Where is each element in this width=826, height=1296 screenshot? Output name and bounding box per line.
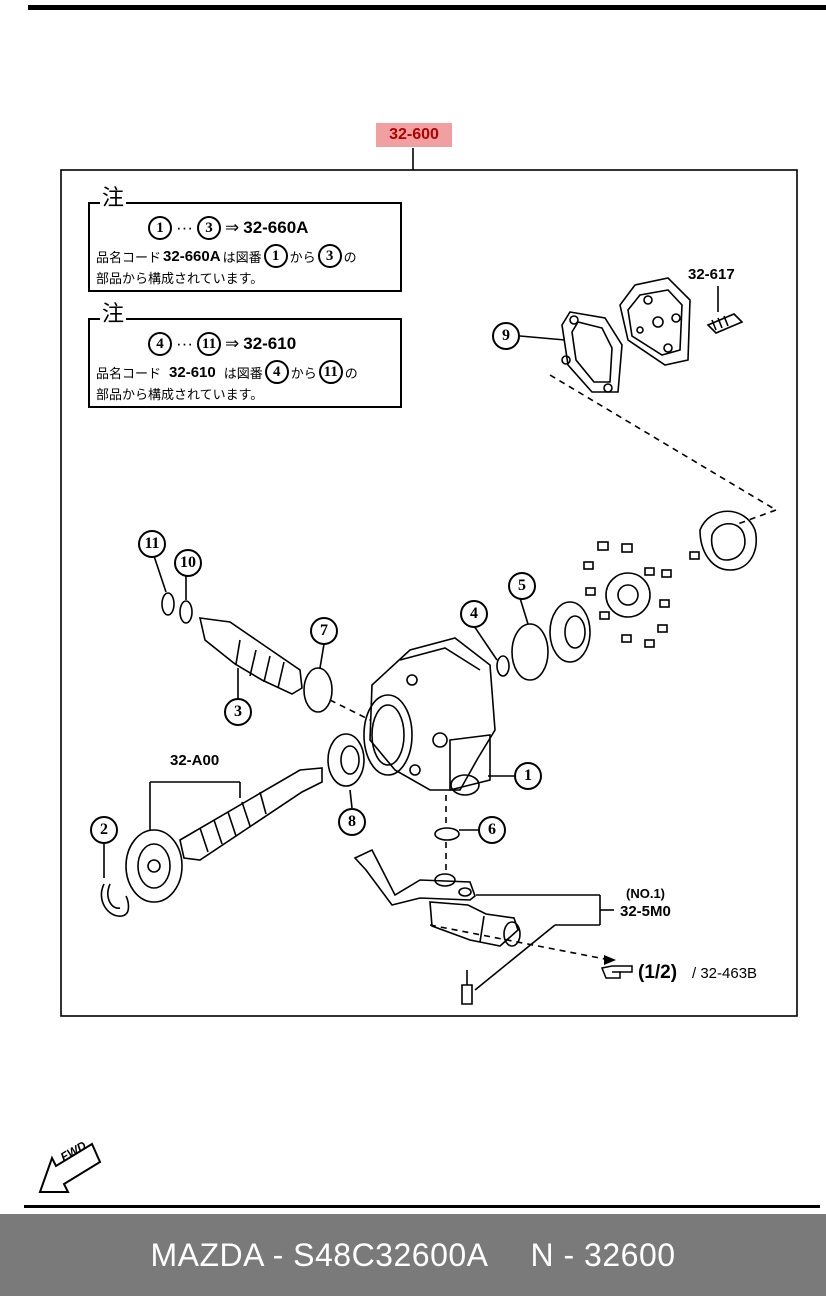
desc-from: 4 <box>264 360 289 384</box>
desc-kara: から <box>289 249 316 265</box>
cam-ring <box>699 510 757 571</box>
note-box-1: 注 1 ··· 3 ⇒ 32-660A 品名コード 32-660A は図番 1 … <box>88 186 402 292</box>
bottom-rule <box>24 1205 820 1208</box>
callout-5: 5 <box>508 572 536 600</box>
cover-plate <box>619 277 691 366</box>
hose-fitting <box>429 901 519 947</box>
note-desc-row: 品名コード 32-610 は図番 4 から 11 の <box>96 360 358 384</box>
desc-to: 3 <box>317 244 342 268</box>
oring-6 <box>434 827 460 841</box>
callout-6: 6 <box>478 816 506 844</box>
mount-bolt <box>461 984 473 1005</box>
bearing <box>125 829 183 903</box>
snap-ring <box>100 883 130 917</box>
note-title: 注 <box>100 186 127 212</box>
desc-mid: は図番 <box>222 249 262 265</box>
footer-part-number: MAZDA - S48C32600A <box>150 1236 489 1273</box>
note-desc-row: 品名コード 32-660A は図番 1 から 3 の <box>96 244 357 268</box>
fwd-arrow-icon <box>38 1142 102 1193</box>
target-code: 32-610 <box>243 334 297 353</box>
ellipsis: ··· <box>176 218 193 237</box>
oring-4 <box>496 655 510 677</box>
note-box-2: 注 4 ··· 11 ⇒ 32-610 品名コード 32-610 は図番 4 か… <box>88 302 402 408</box>
desc-to: 11 <box>318 360 343 384</box>
desc-prefix: 品名コード <box>96 249 162 265</box>
arrow-glyph: ⇒ <box>224 218 240 237</box>
callout-9: 9 <box>492 322 520 350</box>
label-shaft-code: 32-A00 <box>170 752 220 769</box>
callout-4: 4 <box>460 600 488 628</box>
oring-11 <box>161 592 175 616</box>
rotor <box>605 572 651 618</box>
desc-prefix: 品名コード <box>96 365 162 381</box>
desc-suffix: の <box>343 249 357 265</box>
assembly-code-tag: 32-600 <box>376 123 452 147</box>
label-bracket-code: 32-5M0 <box>620 903 671 920</box>
callout-3: 3 <box>224 698 252 726</box>
desc-from: 1 <box>263 244 288 268</box>
oring-7 <box>303 667 333 713</box>
note-desc-line3: 部品から構成されています。 <box>96 271 264 286</box>
note-range-row: 1 ··· 3 ⇒ 32-660A <box>148 214 308 242</box>
footer-diagram-number: N - 32600 <box>530 1236 676 1273</box>
union-fitting <box>198 617 303 695</box>
drive-shaft <box>179 767 323 861</box>
diagram-frame <box>60 169 798 1017</box>
desc-code: 32-610 <box>169 363 216 381</box>
callout-10: 10 <box>174 549 202 577</box>
label-ref-page[interactable]: (1/2) <box>638 962 678 983</box>
gasket <box>561 311 623 393</box>
desc-suffix: の <box>344 365 358 381</box>
ellipsis: ··· <box>176 334 193 353</box>
arrow-glyph: ⇒ <box>224 334 240 353</box>
range-start: 4 <box>148 332 172 356</box>
label-bolt-code: 32-617 <box>688 266 735 283</box>
desc-kara: から <box>290 365 317 381</box>
callout-8: 8 <box>338 808 366 836</box>
range-start: 1 <box>148 216 172 240</box>
label-bracket-no: (NO.1) <box>626 886 665 901</box>
oring-10 <box>179 600 193 624</box>
callout-1: 1 <box>514 762 542 790</box>
top-rule <box>28 5 826 10</box>
pump-body <box>369 637 496 791</box>
desc-code: 32-660A <box>163 247 221 265</box>
body-bore <box>363 694 413 776</box>
footer-bar: MAZDA - S48C32600A N - 32600 <box>0 1214 826 1296</box>
oil-seal <box>327 733 365 787</box>
note-desc-line3: 部品から構成されています。 <box>96 387 264 402</box>
callout-2: 2 <box>90 816 118 844</box>
pressure-plate <box>549 601 591 663</box>
oring-5 <box>511 623 549 681</box>
pointing-hand-icon <box>600 965 633 979</box>
target-code: 32-660A <box>243 218 309 237</box>
note-range-row: 4 ··· 11 ⇒ 32-610 <box>148 330 296 358</box>
range-end: 11 <box>196 332 221 356</box>
callout-7: 7 <box>310 617 338 645</box>
callout-11: 11 <box>138 530 166 558</box>
label-ref-code[interactable]: / 32-463B <box>692 965 758 982</box>
note-title: 注 <box>100 302 127 328</box>
pump-bracket <box>353 848 476 906</box>
desc-mid: は図番 <box>223 365 263 381</box>
range-end: 3 <box>196 216 221 240</box>
